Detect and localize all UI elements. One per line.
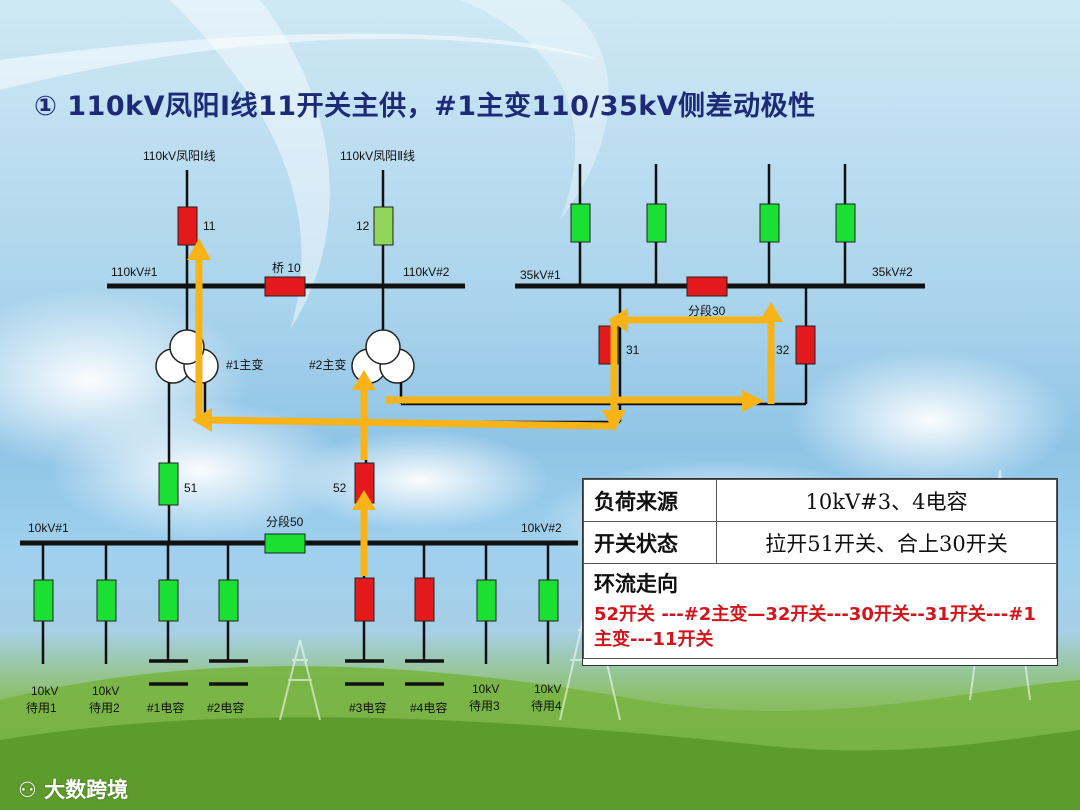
transformer-2[interactable] [351, 329, 415, 384]
switch-cap-3[interactable] [354, 577, 375, 622]
switch-32[interactable] [795, 325, 816, 365]
switch-35kv-feeder-3[interactable] [759, 203, 780, 243]
feeder-label: 待用2 [89, 701, 120, 715]
label-bus-110-1: 110kV#1 [111, 265, 158, 279]
label-bus-10-2: 10kV#2 [521, 521, 562, 535]
switch-bridge-10[interactable] [264, 276, 306, 297]
switch-11[interactable] [177, 206, 198, 246]
feeder-label: 10kV [472, 682, 499, 696]
feeder-label: #1电容 [147, 700, 184, 715]
capacitor-plates [149, 659, 444, 686]
wires-110kv [185, 170, 385, 352]
feeder-label: 待用3 [469, 699, 500, 713]
label-bus-35-2: 35kV#2 [872, 265, 913, 279]
label-switch-52: 52 [333, 481, 347, 495]
label-bridge-10: 桥 10 [272, 261, 301, 275]
switch-10kv-spare-4[interactable] [538, 579, 559, 622]
switch-10kv-spare-3[interactable] [476, 579, 497, 622]
info-panel: 负荷来源 10kV#3、4电容 开关状态 拉开51开关、合上30开关 环流走向 … [582, 478, 1058, 666]
label-bus-10-1: 10kV#1 [28, 521, 69, 535]
feeder-label: 10kV [534, 682, 561, 696]
arrow-52 [352, 490, 376, 510]
arrow-tr1-left [192, 408, 212, 432]
transformer-1[interactable] [155, 329, 219, 384]
switch-10kv-spare-1[interactable] [33, 579, 54, 622]
switch-35kv-feeder-4[interactable] [835, 203, 856, 243]
label-switch-32: 32 [776, 343, 790, 357]
logo-text: 大数跨境 [44, 778, 129, 802]
feeder-label: #4电容 [410, 700, 447, 715]
switch-cap-2[interactable] [218, 579, 239, 622]
arrow-32-up [759, 302, 783, 322]
brand-logo: ⚇ 大数跨境 [18, 774, 128, 804]
arrow-11-up [187, 238, 211, 260]
feeder-label: #2电容 [207, 700, 244, 715]
arrow-30-left [608, 308, 628, 332]
label-switch-11: 11 [203, 219, 216, 233]
flow-value: 52开关 ---#2主变—32开关---30开关--31开关---#1主变---… [594, 604, 1036, 650]
switch-status-key: 开关状态 [583, 521, 717, 564]
label-transformer-1: #1主变 [226, 357, 263, 372]
wires-35kv-feeders [578, 164, 847, 286]
flow-path [195, 254, 775, 576]
switch-35kv-feeder-2[interactable] [646, 203, 667, 243]
load-source-value: 10kV#3、4电容 [716, 479, 1057, 522]
flow-key: 环流走向 [594, 572, 678, 596]
feeder-label: 待用4 [531, 699, 562, 713]
flow-arrowheads [187, 238, 783, 510]
label-line-1: 110kV凤阳Ⅰ线 [143, 149, 216, 163]
switch-cap-1[interactable] [158, 579, 179, 622]
arrow-tr2 [352, 370, 376, 390]
page-title: ① 110kV凤阳Ⅰ线11开关主供，#1主变110/35kV侧差动极性 [34, 91, 816, 122]
switch-seg-50[interactable] [264, 533, 306, 554]
feeder-label: 10kV [92, 684, 119, 698]
arrow-32-right [742, 390, 764, 412]
label-seg-50: 分段50 [266, 514, 304, 529]
switch-10kv-spare-2[interactable] [96, 579, 117, 622]
wires-10kv-feeders [41, 543, 550, 664]
table-row: 负荷来源 10kV#3、4电容 [583, 479, 1057, 522]
feeder-label: 待用1 [26, 701, 57, 715]
info-table: 负荷来源 10kV#3、4电容 开关状态 拉开51开关、合上30开关 环流走向 … [583, 479, 1057, 659]
switch-cap-4[interactable] [414, 577, 435, 622]
feeder-label: #3电容 [349, 700, 386, 715]
label-transformer-2: #2主变 [309, 357, 346, 372]
label-bus-35-1: 35kV#1 [520, 268, 561, 282]
arrow-31-down [602, 410, 626, 432]
flow-cell: 环流走向 52开关 ---#2主变—32开关---30开关--31开关---#1… [583, 563, 1057, 659]
switch-51[interactable] [158, 462, 179, 506]
switch-status-value: 拉开51开关、合上30开关 [716, 521, 1057, 564]
label-line-2: 110kV凤阳Ⅱ线 [340, 149, 415, 163]
logo-icon: ⚇ [18, 778, 37, 802]
label-switch-12: 12 [356, 219, 370, 233]
load-source-key: 负荷来源 [583, 479, 717, 522]
flow-to-tr1 [205, 416, 615, 430]
label-switch-31: 31 [626, 343, 640, 357]
switch-35kv-feeder-1[interactable] [570, 203, 591, 243]
table-row: 开关状态 拉开51开关、合上30开关 [583, 521, 1057, 564]
label-seg-30: 分段30 [688, 303, 726, 318]
switch-12[interactable] [373, 206, 394, 246]
label-bus-110-2: 110kV#2 [403, 265, 450, 279]
table-row: 环流走向 52开关 ---#2主变—32开关---30开关--31开关---#1… [583, 563, 1057, 659]
label-switch-51: 51 [184, 481, 198, 495]
feeder-label: 10kV [31, 684, 58, 698]
switch-seg-30[interactable] [686, 276, 728, 297]
